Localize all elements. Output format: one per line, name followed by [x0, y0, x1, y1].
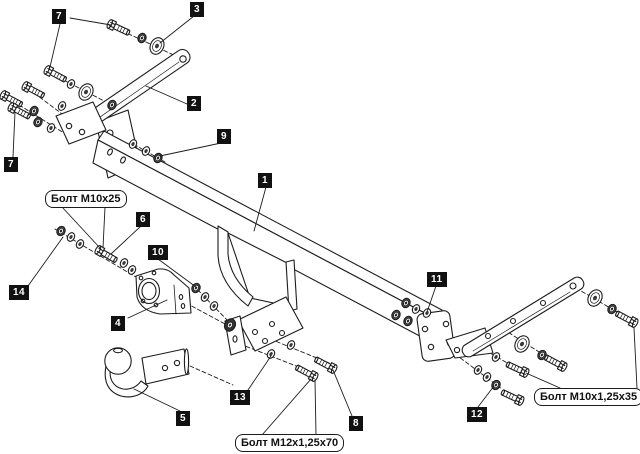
ball-mount-plate: [135, 268, 192, 315]
callout-13: 13: [230, 390, 251, 405]
left-side-arm: [55, 48, 191, 145]
callout-11: 11: [427, 272, 447, 287]
callout-9: 9: [217, 129, 232, 144]
callout-7-lower: 7: [4, 157, 19, 172]
callout-5: 5: [176, 411, 191, 426]
callout-7-upper: 7: [52, 9, 67, 24]
leader-lines: [12, 15, 638, 436]
bolt-label-m10x25: Болт М10х25: [45, 190, 127, 208]
bolt-label-m10x1-25x35: Болт М10х1,25х35: [534, 388, 640, 406]
center-bracket: [217, 225, 304, 356]
callout-4: 4: [111, 316, 126, 331]
tow-ball-assembly: [104, 347, 190, 398]
callout-1: 1: [258, 173, 273, 188]
beam-end-plate: [416, 310, 456, 362]
callout-12: 12: [467, 407, 488, 422]
assembly-guide-lines: [7, 27, 630, 390]
fasteners: [0, 18, 640, 407]
callout-10: 10: [148, 245, 169, 260]
callout-2: 2: [187, 96, 202, 111]
bolt-label-m12x1-25x70: Болт М12х1,25х70: [235, 434, 345, 452]
callout-8: 8: [349, 416, 364, 431]
ball-neck: [104, 365, 149, 398]
callout-14: 14: [9, 285, 30, 300]
right-side-arm: [445, 276, 585, 359]
callout-6: 6: [136, 212, 151, 227]
callout-3: 3: [190, 2, 205, 17]
